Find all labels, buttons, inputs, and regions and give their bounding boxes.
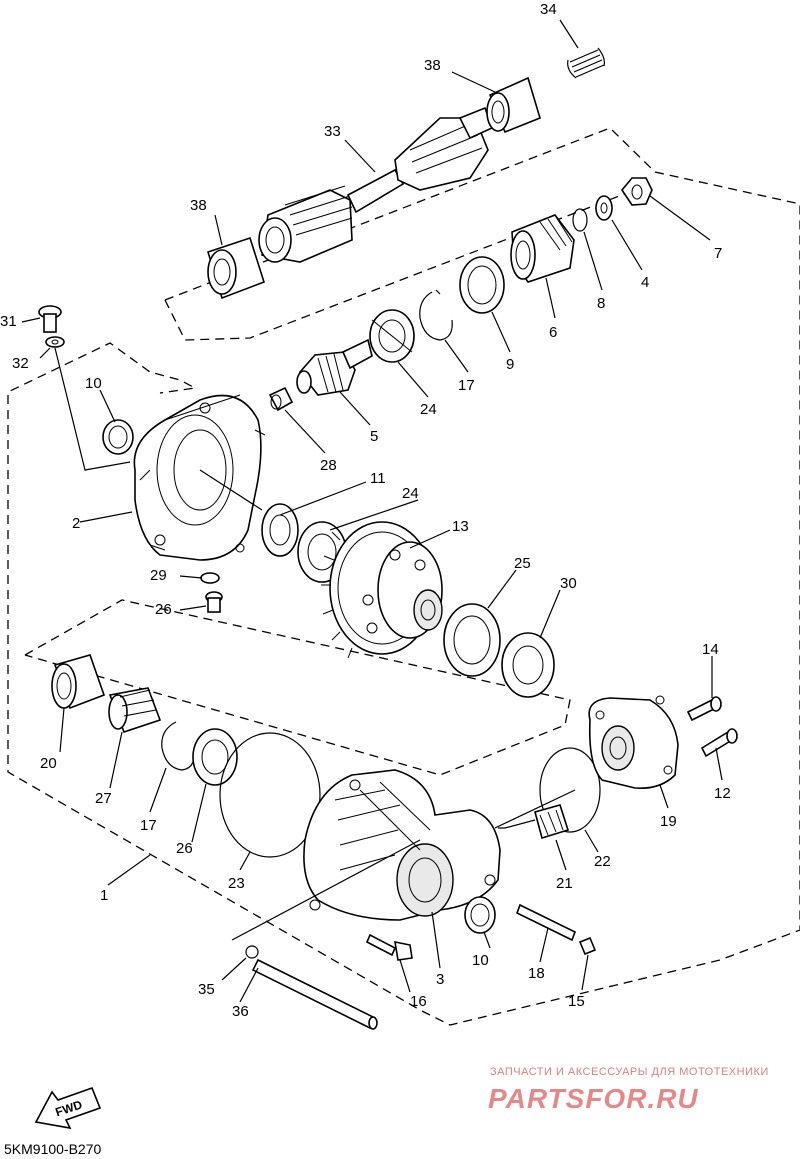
callout-6: 6	[549, 324, 557, 341]
differential-housing-3	[303, 769, 501, 921]
bolt-28	[205, 591, 223, 613]
spring-37	[567, 47, 605, 79]
callout-1: 1	[100, 887, 108, 904]
pinion-gear-5	[296, 338, 373, 396]
callout-17-upper: 17	[458, 377, 475, 394]
callout-34: 36	[232, 1003, 249, 1020]
oil-seal-10-lower	[464, 896, 496, 934]
shaft-18	[515, 903, 577, 942]
callout-19: 19	[660, 813, 677, 830]
callout-30: 27	[95, 790, 112, 807]
bearing-30	[108, 687, 162, 734]
callout-3: 3	[436, 971, 444, 988]
callout-10-lower: 10	[472, 952, 489, 969]
callout-29: 29	[150, 567, 167, 584]
callout-24-upper: 24	[420, 401, 437, 418]
bearing-24-upper	[369, 309, 415, 363]
callout-24-lower: 24	[402, 485, 419, 502]
callout-26: 26	[176, 840, 193, 857]
callout-10-upper: 10	[85, 375, 102, 392]
callout-38-upper: 38	[424, 57, 441, 74]
callout-7: 7	[714, 245, 722, 262]
callout-16: 16	[410, 993, 427, 1010]
bearing-38-upper	[486, 76, 541, 134]
callout-17-lower: 17	[140, 817, 157, 834]
callout-20: 20	[40, 755, 57, 772]
callout-labels: 34 38 33 38 7 4 8 6 9 17 24 5 28 31 32 1…	[0, 1, 731, 1020]
watermark-caption: ЗАПЧАСТИ И АКСЕССУАРЫ ДЛЯ МОТОТЕХНИКИ	[490, 1066, 769, 1078]
callout-18: 18	[528, 965, 545, 982]
bolt-16	[365, 933, 413, 961]
needle-bearing-27	[268, 386, 294, 412]
bearing-38-lower	[207, 236, 265, 300]
oil-seal-10-upper	[102, 419, 134, 455]
callout-12: 12	[714, 785, 731, 802]
nut-7	[621, 177, 653, 206]
callout-22: 22	[594, 853, 611, 870]
sleeve-20	[51, 654, 106, 710]
callout-27: 28	[320, 457, 337, 474]
callout-11: 11	[370, 470, 386, 487]
washer-4	[595, 195, 613, 221]
shim-31	[501, 632, 555, 698]
callout-33: 32	[12, 355, 29, 372]
callout-32: 31	[0, 313, 17, 330]
callout-2: 2	[72, 515, 80, 532]
callout-14: 14	[702, 641, 719, 658]
circlip-17-lower	[161, 721, 195, 771]
bearing-26	[192, 728, 238, 786]
bolt-32	[38, 305, 62, 333]
o-ring-8	[572, 208, 588, 232]
washer-33	[45, 336, 65, 348]
oil-seal-9	[459, 256, 505, 314]
callout-21: 21	[556, 875, 573, 892]
coupling-gear-6	[510, 214, 575, 283]
circlip-17-upper	[419, 289, 453, 341]
bolt-12	[700, 728, 738, 758]
callout-13: 13	[452, 518, 469, 535]
callout-37: 34	[540, 1, 557, 18]
leader-lines	[21, 19, 723, 1003]
callout-23: 23	[228, 875, 245, 892]
callout-25: 25	[514, 555, 531, 572]
shaft-34	[251, 958, 378, 1030]
watermark-logo: PARTSFOR.RU	[488, 1083, 699, 1114]
bolt-14	[686, 696, 722, 722]
callout-9: 9	[506, 356, 514, 373]
callout-31: 30	[560, 575, 577, 592]
callout-8: 8	[597, 295, 605, 312]
drive-shaft-36	[258, 106, 493, 263]
assembly-outlines	[7, 127, 800, 1026]
callout-5: 5	[370, 428, 378, 445]
diagram-code: 5KM9100-B270	[4, 1141, 102, 1157]
callout-4: 4	[641, 274, 649, 291]
callout-15: 15	[568, 993, 585, 1010]
gear-case-2	[133, 394, 266, 561]
washer-29	[200, 572, 220, 584]
watermark: ЗАПЧАСТИ И АКСЕССУАРЫ ДЛЯ МОТОТЕХНИКИ PA…	[488, 1066, 769, 1114]
circlip-35	[245, 945, 259, 959]
shim-11	[261, 503, 299, 557]
sensor-21	[498, 804, 570, 840]
callout-38-lower: 38	[190, 197, 207, 214]
fwd-arrow-icon: FWD	[34, 1086, 102, 1130]
ring-gear-13	[321, 521, 443, 659]
callout-35: 35	[198, 981, 215, 998]
pin-15	[578, 936, 597, 956]
callout-36: 33	[324, 123, 341, 140]
servo-motor-19	[588, 695, 679, 790]
o-ring-23	[219, 732, 321, 858]
gasket-22	[539, 747, 601, 833]
bearing-25	[443, 603, 501, 677]
callout-28: 26	[155, 601, 172, 618]
